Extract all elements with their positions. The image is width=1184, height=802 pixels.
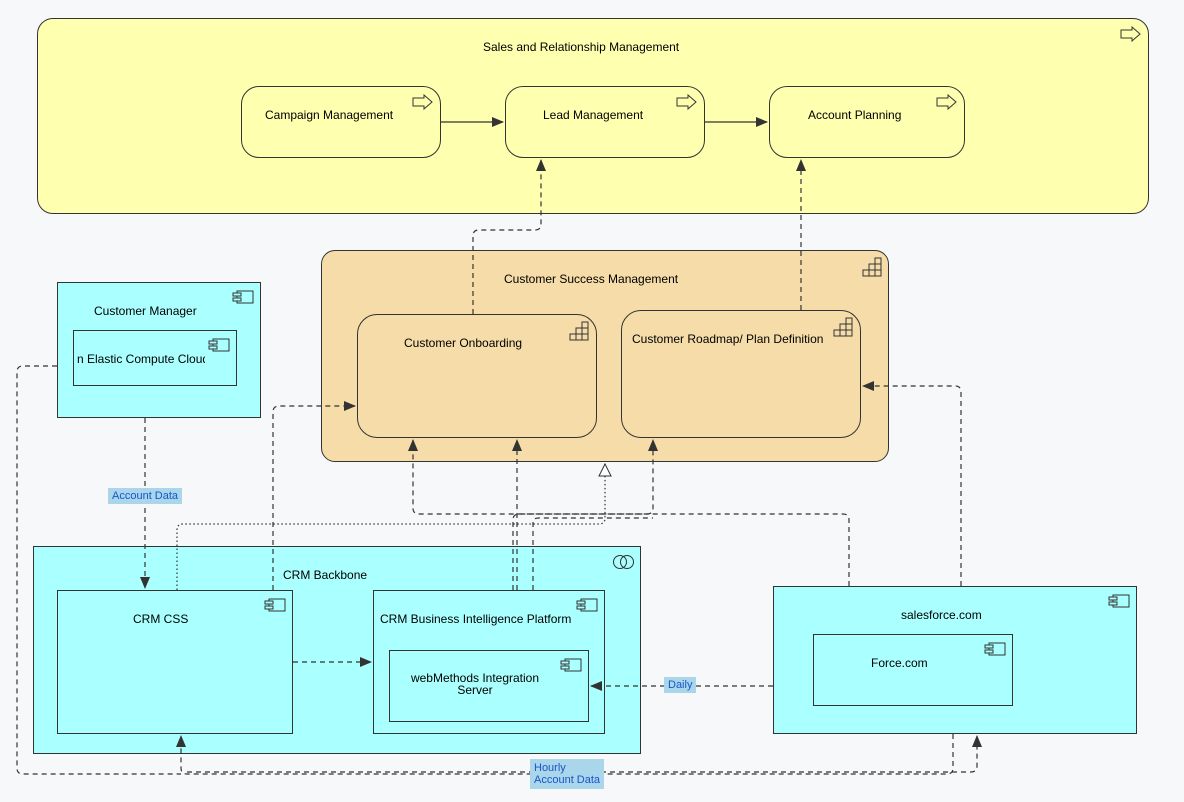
elastic-compute-cloud-component[interactable]: n Elastic Compute Cloud (73, 330, 237, 386)
salesforce-title: salesforce.com (901, 608, 982, 622)
account-planning-node[interactable] (769, 86, 965, 158)
crm-to-onboarding-edge (272, 401, 356, 590)
customer-onboarding-node[interactable] (357, 314, 597, 438)
onboarding-to-lead-edge (472, 159, 546, 314)
process-arrow-icon (412, 94, 433, 110)
bi-to-roadmap-edge (512, 439, 658, 590)
crm-realizes-csm-edge (176, 464, 605, 590)
crm-css-component[interactable] (57, 590, 293, 734)
component-icon (1108, 594, 1130, 608)
force-com-component[interactable] (813, 634, 1013, 706)
customer-manager-title: Customer Manager (94, 304, 197, 318)
hourly-account-data-edge-label: Hourly Account Data (530, 759, 605, 789)
component-icon (576, 598, 598, 612)
sales-relationship-title: Sales and Relationship Management (483, 40, 680, 54)
bi-to-roadmap-edge-2 (532, 517, 653, 590)
daily-edge-label: Daily (664, 677, 697, 693)
campaign-management-node[interactable] (241, 86, 441, 158)
lead-management-node[interactable] (505, 86, 705, 158)
collaboration-icon (613, 555, 634, 569)
capability-icon (833, 317, 853, 337)
lead-management-label: Lead Management (543, 108, 644, 122)
component-icon (208, 338, 230, 352)
force-com-label: Force.com (871, 656, 928, 670)
webmethods-server-label: webMethods Integration Server (410, 671, 540, 697)
component-icon (232, 290, 254, 304)
elastic-compute-cloud-label: n Elastic Compute Cloud (77, 352, 205, 366)
crm-bi-platform-label: CRM Business Intelligence Platform (380, 612, 572, 626)
account-data-edge-label: Account Data (108, 488, 183, 504)
component-icon (984, 642, 1006, 656)
process-arrow-icon (936, 94, 957, 110)
component-icon (264, 598, 286, 612)
campaign-management-label: Campaign Management (265, 108, 394, 122)
crm-css-label: CRM CSS (133, 612, 189, 626)
process-arrow-icon (676, 94, 697, 110)
hourly-sync-edge-return (187, 735, 982, 773)
webmethods-server-component[interactable] (389, 650, 589, 722)
component-icon (560, 658, 582, 672)
customer-onboarding-label: Customer Onboarding (404, 336, 523, 350)
account-planning-label: Account Planning (808, 108, 902, 122)
capability-icon (862, 257, 882, 277)
ecc-loop-edge (16, 365, 181, 775)
customer-roadmap-label: Customer Roadmap/ Plan Definition (632, 332, 824, 346)
customer-roadmap-node[interactable] (621, 310, 861, 438)
salesforce-to-roadmap-edge (862, 381, 962, 586)
crm-backbone-title: CRM Backbone (283, 568, 368, 582)
salesforce-to-onboarding-edge (408, 439, 850, 586)
capability-icon (569, 321, 589, 341)
customer-success-title: Customer Success Management (504, 272, 679, 286)
process-arrow-icon (1120, 26, 1141, 42)
